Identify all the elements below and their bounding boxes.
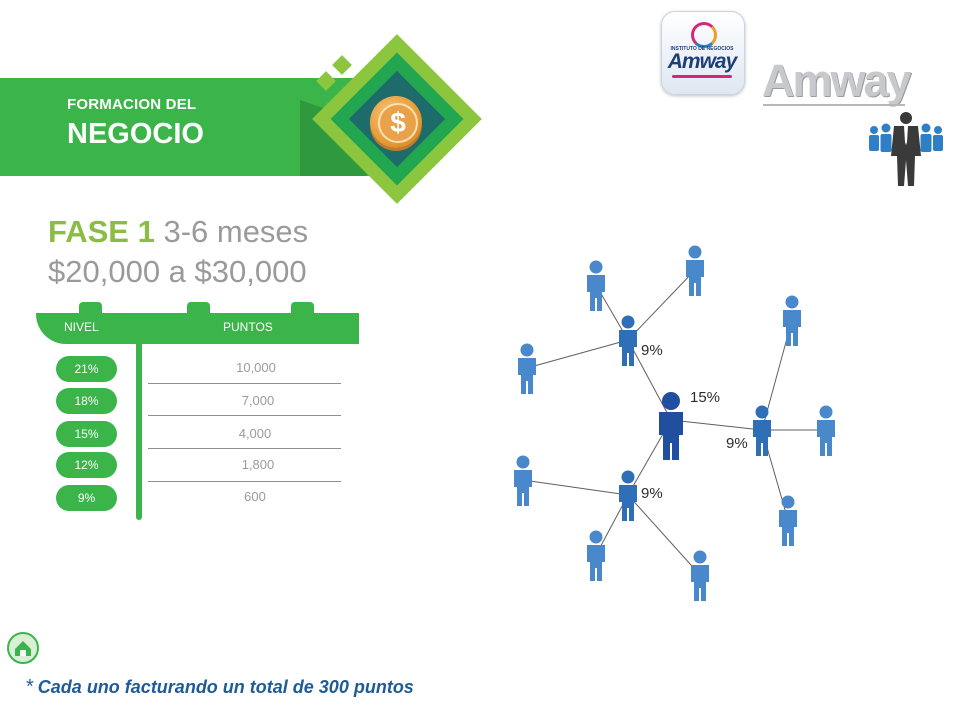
level-pill: 21%	[56, 356, 117, 382]
app-logo-underline	[672, 75, 732, 78]
diamond-tab	[332, 55, 352, 75]
table-header-points: PUNTOS	[223, 320, 273, 334]
amway-ring-icon	[691, 22, 717, 48]
app-logo-text: Amway	[667, 50, 738, 73]
row-divider	[148, 481, 341, 482]
footer-note-text: Cada uno facturando un total de 300 punt…	[37, 677, 414, 697]
top-leader-label: 9%	[641, 342, 663, 359]
right-leader-label: 9%	[726, 435, 748, 452]
points-value: 10,000	[236, 360, 276, 375]
level-pill: 12%	[56, 452, 117, 478]
phase-duration: 3-6 meses	[163, 214, 309, 249]
table-tab	[187, 302, 210, 316]
phase-label: FASE 1	[48, 214, 155, 249]
network-diagram	[514, 245, 835, 601]
app-logo-caption: INSTITUTO DE NEGOCIOS	[670, 46, 734, 52]
table-tab	[79, 302, 102, 316]
table-divider	[136, 340, 142, 520]
table-tab	[291, 302, 314, 316]
home-icon[interactable]	[7, 632, 39, 664]
phase-heading: FASE 1 3-6 meses	[48, 214, 308, 250]
table-header-bar-right	[160, 313, 359, 344]
team-leader-icon	[869, 112, 943, 186]
points-value: 1,800	[241, 457, 275, 472]
banner-subtitle: FORMACION DEL	[67, 96, 197, 113]
level-pill: 18%	[56, 388, 117, 414]
amway-brand-logo: Amway	[762, 55, 912, 106]
level-pill: 9%	[56, 485, 117, 511]
bottom-leader-label: 9%	[641, 485, 663, 502]
points-value: 600	[244, 489, 266, 504]
row-divider	[148, 415, 341, 416]
footer-note: *Cada uno facturando un total de 300 pun…	[26, 676, 414, 699]
row-divider	[148, 383, 341, 384]
center-member	[659, 392, 683, 460]
phase-amount: $20,000 a $30,000	[48, 254, 307, 289]
center-label: 15%	[690, 389, 721, 406]
brand-logo-swoosh	[763, 104, 905, 106]
level-pill: 15%	[56, 421, 117, 447]
points-value: 7,000	[241, 393, 275, 408]
dollar-icon: $	[378, 103, 418, 143]
footnote-star: *	[26, 676, 34, 698]
table-header-level: NIVEL	[64, 320, 99, 334]
banner-title: NEGOCIO	[67, 118, 204, 150]
row-divider	[148, 448, 341, 449]
points-value: 4,000	[238, 426, 272, 441]
